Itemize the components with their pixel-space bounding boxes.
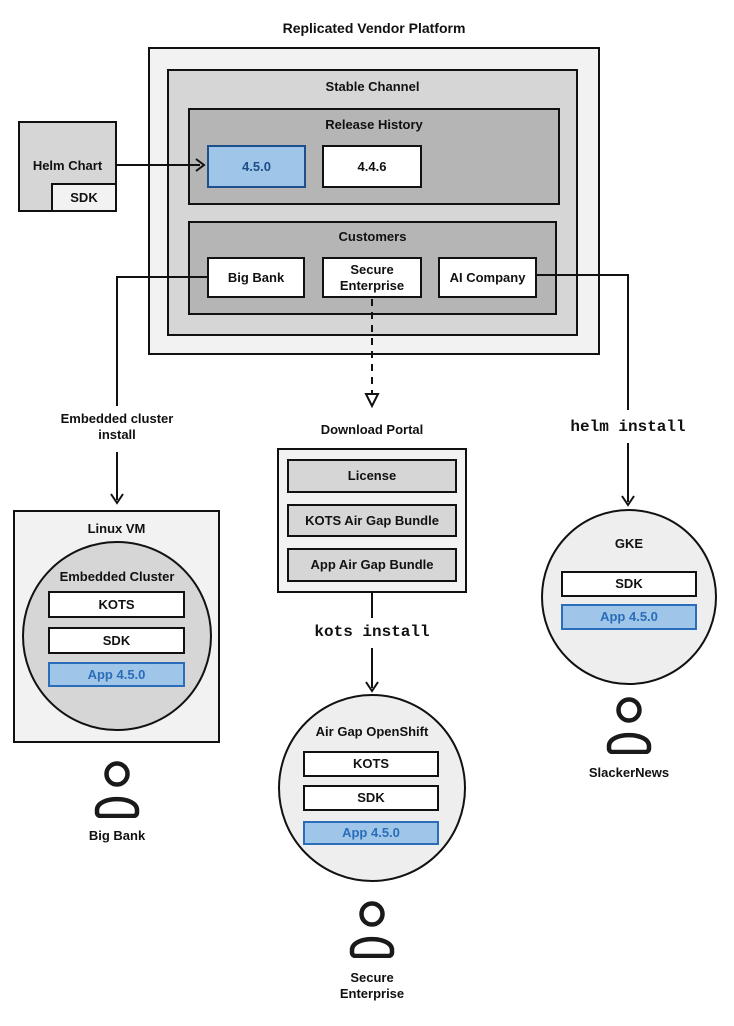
person-icon-slackernews [606,697,652,754]
gke-app-box: App 4.5.0 [561,604,697,630]
gke-sdk-box: SDK [561,571,697,597]
portal-kots-airgap-box: KOTS Air Gap Bundle [287,504,457,537]
openshift-app-box: App 4.5.0 [303,821,439,845]
embedded-sdk-box: SDK [48,627,185,654]
persona-big-bank-label: Big Bank [88,828,146,843]
gke-title: GKE [614,536,644,551]
customer-secure-enterprise: Secure Enterprise [322,257,422,298]
embedded-kots-box: KOTS [48,591,185,618]
gke-circle [541,509,717,685]
arrowhead-openshift [365,681,379,693]
release-4-5-0: 4.5.0 [207,145,306,188]
stable-channel-title: Stable Channel [325,79,420,94]
helm-chart-sdk-box: SDK [51,183,117,212]
customers-title: Customers [338,229,407,244]
arrowhead-linux-vm [110,493,124,505]
embedded-app-box: App 4.5.0 [48,662,185,687]
kots-install-label: kots install [314,623,430,641]
diagram-title: Replicated Vendor Platform [282,20,466,36]
helm-chart-label: Helm Chart [32,158,103,173]
linux-vm-title: Linux VM [87,521,146,536]
download-portal-title: Download Portal [320,422,424,437]
customer-ai-company: AI Company [438,257,537,298]
helm-install-label: helm install [570,418,686,436]
person-icon-secure-enterprise [349,901,395,958]
embedded-cluster-title: Embedded Cluster [59,569,175,584]
persona-slackernews-label: SlackerNews [588,765,670,780]
openshift-sdk-box: SDK [303,785,439,811]
arrowhead-gke [621,495,635,507]
release-4-4-6: 4.4.6 [322,145,422,188]
customer-big-bank: Big Bank [207,257,305,298]
arrowhead-download-portal [364,393,380,409]
release-history-title: Release History [325,117,423,132]
embedded-install-label: Embedded cluster install [60,411,174,442]
persona-secure-enterprise-label: Secure Enterprise [339,970,405,1001]
portal-app-airgap-box: App Air Gap Bundle [287,548,457,582]
portal-license-box: License [287,459,457,493]
openshift-kots-box: KOTS [303,751,439,777]
airgap-openshift-title: Air Gap OpenShift [315,724,429,739]
person-icon-big-bank [94,761,140,818]
